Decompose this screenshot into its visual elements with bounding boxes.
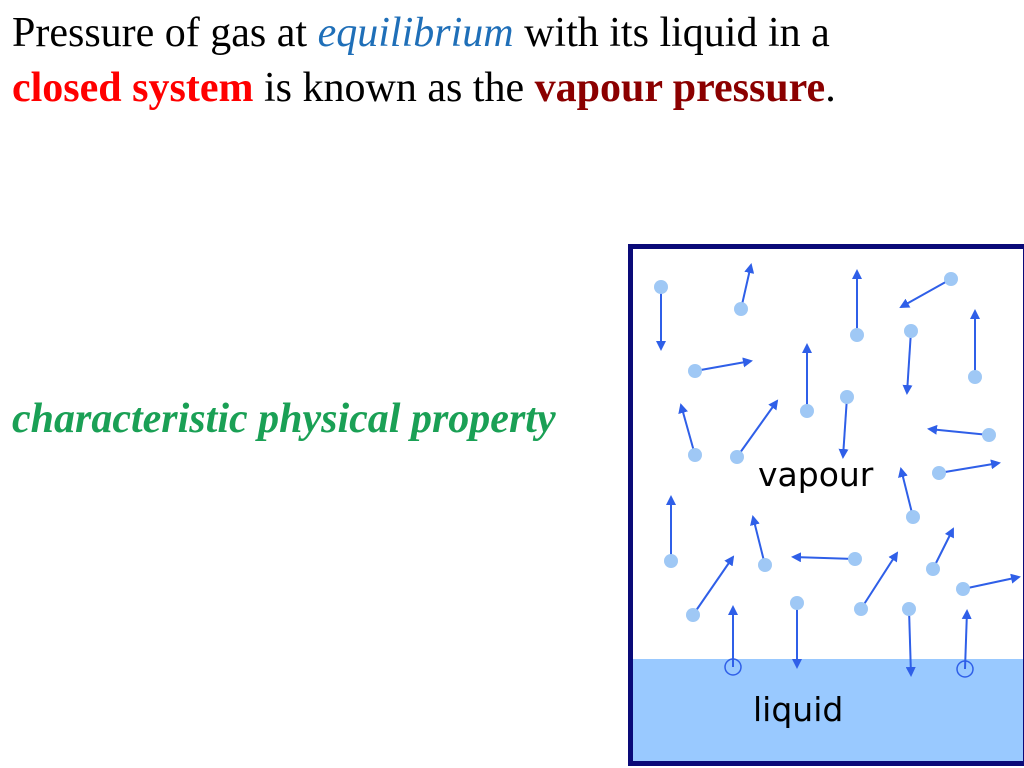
motion-arrow-icon [860, 551, 899, 610]
motion-arrow-icon [750, 515, 766, 566]
motion-arrow-icon [961, 609, 972, 670]
vapour-molecule-icon [906, 510, 920, 524]
liquid-label: liquid [753, 690, 843, 729]
motion-arrow-icon [838, 396, 849, 459]
vapour-molecule-icon [664, 554, 678, 568]
motion-arrow-icon [898, 467, 914, 518]
vapour-molecule-icon [904, 324, 918, 338]
vapour-liquid-illustration: vapour liquid [633, 263, 1023, 761]
vapour-molecule-icon [854, 602, 868, 616]
vapour-label: vapour [758, 455, 874, 494]
surface-molecule-icon [956, 660, 974, 678]
vapour-molecule-icon [850, 328, 864, 342]
surface-molecule-icon [724, 658, 742, 676]
vapour-molecule-icon [840, 390, 854, 404]
definition-text: Pressure of gas at equilibrium with its … [12, 6, 1012, 116]
motion-arrow-icon [899, 278, 952, 308]
motion-arrow-icon [962, 573, 1021, 590]
molecules-layer [654, 263, 1021, 678]
vapour-molecule-icon [944, 272, 958, 286]
motion-arrow-icon [791, 552, 856, 563]
motion-arrow-icon [692, 555, 735, 616]
definition-part-2: with its liquid in a [513, 10, 830, 56]
closed-container-diagram: vapour liquid [628, 244, 1024, 766]
vapour-molecule-icon [926, 562, 940, 576]
vapour-molecule-icon [790, 596, 804, 610]
term-equilibrium: equilibrium [317, 10, 514, 56]
vapour-molecule-icon [758, 558, 772, 572]
definition-part-3: is known as the [253, 65, 535, 111]
vapour-molecule-icon [800, 404, 814, 418]
term-closed-system: closed system [12, 65, 254, 111]
term-vapour-pressure: vapour pressure [534, 65, 826, 111]
motion-arrow-icon [902, 330, 913, 395]
motion-arrow-icon [938, 459, 1001, 474]
vapour-molecule-icon [902, 602, 916, 616]
vapour-molecule-icon [968, 370, 982, 384]
vapour-molecule-icon [848, 552, 862, 566]
definition-part-1: Pressure of gas at [12, 10, 318, 56]
motion-arrow-icon [694, 357, 753, 372]
vapour-molecule-icon [730, 450, 744, 464]
vapour-molecule-icon [734, 302, 748, 316]
vapour-molecule-icon [688, 364, 702, 378]
motion-arrow-icon [678, 403, 696, 456]
motion-arrow-icon [740, 263, 755, 310]
side-note: characteristic physical property [12, 396, 556, 442]
vapour-molecule-icon [686, 608, 700, 622]
liquid-region [633, 659, 1023, 761]
vapour-molecule-icon [982, 428, 996, 442]
vapour-molecule-icon [654, 280, 668, 294]
motion-arrow-icon [927, 424, 990, 436]
definition-part-4: . [825, 65, 836, 111]
vapour-molecule-icon [932, 466, 946, 480]
motion-arrow-icon [736, 399, 779, 458]
motion-arrow-icon [905, 608, 916, 677]
motion-arrow-icon [932, 527, 954, 570]
vapour-molecule-icon [956, 582, 970, 596]
vapour-molecule-icon [688, 448, 702, 462]
